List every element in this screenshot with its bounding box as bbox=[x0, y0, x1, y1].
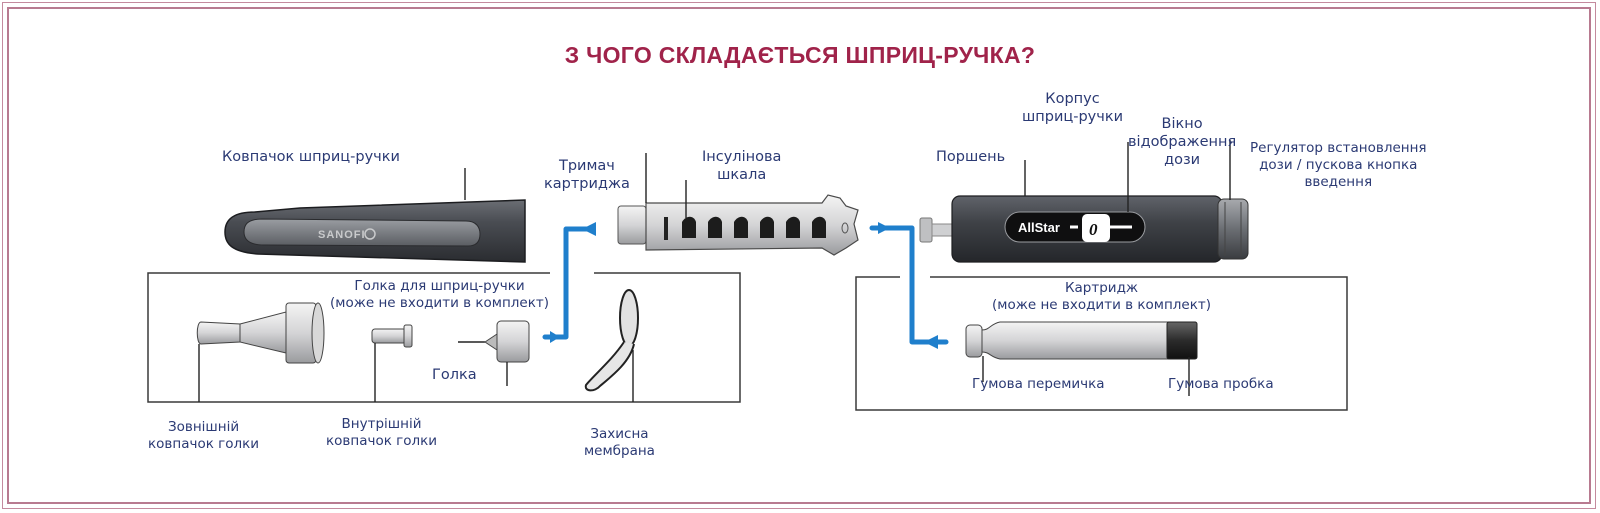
septum-label: Гумова перемичка bbox=[972, 376, 1105, 392]
dose-value-text: 0 bbox=[1089, 220, 1098, 239]
inner-cap-label-line: ковпачок голки bbox=[326, 433, 438, 449]
needle-box-title-line: Голка для шприц-ручки bbox=[354, 278, 525, 294]
insulin-cartridge bbox=[965, 321, 1198, 360]
body-label: Корпус шприц-ручки bbox=[1022, 90, 1123, 126]
cap-label: Ковпачок шприц-ручки bbox=[222, 149, 400, 165]
outer-cap-label: Зовнішній ковпачок голки bbox=[148, 419, 259, 453]
dial-label-line: введення bbox=[1304, 174, 1373, 190]
inner-cap-label-line: Внутрішній bbox=[341, 416, 422, 432]
scale-label-line: Інсулінова bbox=[702, 149, 782, 165]
insulin-scale-marks bbox=[682, 216, 826, 238]
dose-window-label-line: відображення bbox=[1128, 134, 1237, 150]
membrane-label-line: Захисна bbox=[590, 426, 649, 442]
body-label-line: шприц-ручки bbox=[1022, 109, 1124, 125]
membrane-label: Захисна мембрана bbox=[584, 426, 655, 460]
cartridge-box-border bbox=[855, 276, 1348, 411]
protective-membrane bbox=[584, 289, 639, 392]
page-title: З ЧОГО СКЛАДАЄТЬСЯ ШПРИЦ-РУЧКА? bbox=[564, 42, 1036, 68]
dose-dial bbox=[1217, 198, 1249, 260]
needle-label: Голка bbox=[432, 367, 477, 383]
cap-brand-text: SANOFI bbox=[318, 229, 366, 241]
holder-label-line: картриджа bbox=[544, 176, 630, 192]
holder-label: Тримач картриджа bbox=[544, 157, 630, 193]
dose-window-label: Вікно відображення дози bbox=[1128, 115, 1236, 169]
sanofi-logo-icon bbox=[364, 228, 376, 240]
dial-label-line: дози / пускова кнопка bbox=[1259, 157, 1418, 173]
arrow-needle-to-holder bbox=[542, 226, 593, 340]
inner-cap-label: Внутрішній ковпачок голки bbox=[326, 416, 437, 450]
arrow-head-right-icon bbox=[550, 331, 560, 343]
scale-label-line: шкала bbox=[717, 167, 767, 183]
pen-cap: SANOFI bbox=[224, 199, 526, 263]
pen-body: AllStar 0 bbox=[919, 195, 1223, 263]
dose-window-label-line: дози bbox=[1164, 152, 1201, 168]
outer-cap-label-line: ковпачок голки bbox=[148, 436, 260, 452]
holder-label-line: Тримач bbox=[559, 158, 615, 174]
cartridge-box-title: Картридж (може не входити в комплект) bbox=[992, 280, 1211, 314]
cartridge-box-title-line: (може не входити в комплект) bbox=[992, 297, 1212, 313]
dial-label: Регулятор встановлення дози / пускова кн… bbox=[1250, 140, 1427, 191]
arrow-head-right-icon bbox=[878, 222, 890, 234]
arrow-head-left-icon bbox=[924, 335, 938, 349]
plunger-label: Поршень bbox=[936, 149, 1006, 165]
needle-box-title: Голка для шприц-ручки (може не входити в… bbox=[330, 278, 549, 312]
membrane-label-line: мембрана bbox=[584, 443, 655, 459]
outer-needle-cap bbox=[196, 302, 325, 364]
dial-label-line: Регулятор встановлення bbox=[1250, 140, 1427, 156]
stopper-label: Гумова пробка bbox=[1168, 376, 1274, 392]
body-label-line: Корпус bbox=[1045, 91, 1100, 107]
cartridge-box-title-line: Картридж bbox=[1064, 280, 1139, 296]
scale-label: Інсулінова шкала bbox=[702, 148, 781, 184]
dose-window-label-line: Вікно bbox=[1161, 116, 1203, 132]
body-brand-text: AllStar bbox=[1018, 220, 1060, 235]
arrow-holder-to-cartridge bbox=[869, 225, 949, 345]
needle-box-border bbox=[147, 272, 741, 403]
needle-box-title-line: (може не входити в комплект) bbox=[330, 295, 550, 311]
inner-needle-cap bbox=[371, 324, 413, 348]
pen-needle bbox=[458, 320, 530, 363]
inner-frame bbox=[7, 7, 1591, 504]
outer-cap-label-line: Зовнішній bbox=[167, 419, 240, 435]
cartridge-holder bbox=[617, 194, 859, 256]
arrow-head-left-icon bbox=[582, 222, 596, 236]
